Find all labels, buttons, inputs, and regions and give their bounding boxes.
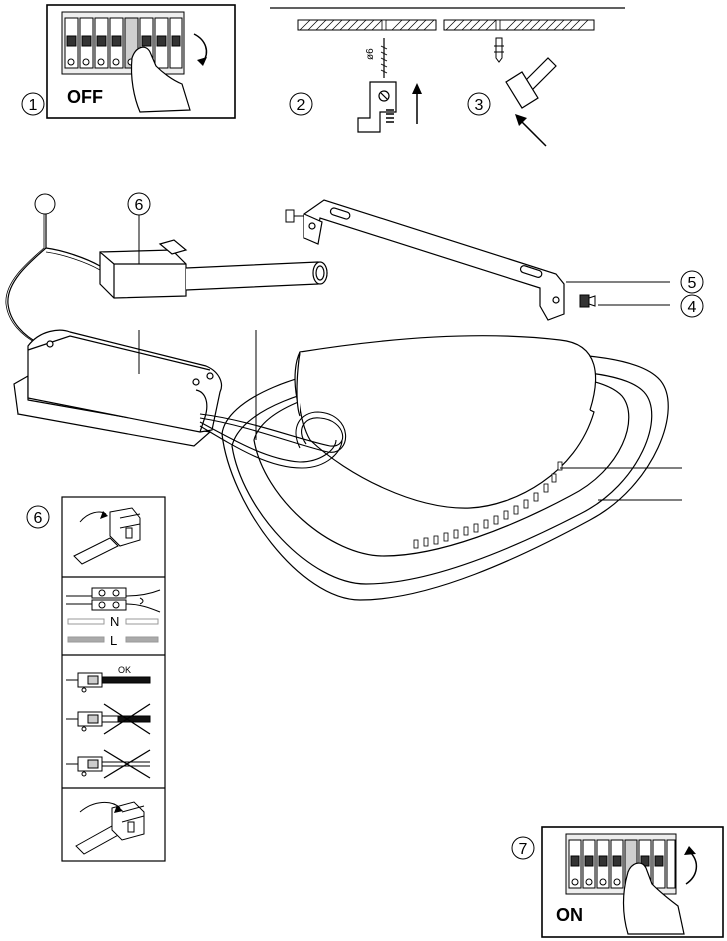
live-label: L	[110, 633, 117, 648]
breaker-row-off	[64, 17, 183, 69]
step6-side-badge-circle	[26, 505, 50, 529]
breaker-panel-off	[61, 11, 185, 75]
step6-side-badge: 6	[34, 510, 43, 527]
step2-badge-circle	[289, 92, 313, 116]
step3-badge: 3	[475, 97, 484, 114]
cable-to-driver	[7, 214, 47, 345]
mounting-bracket	[303, 199, 565, 321]
step1-switch-off: OFF	[46, 4, 236, 119]
drill-icon	[357, 38, 397, 133]
terminal-clamp-closed	[75, 801, 145, 855]
led-strip	[413, 461, 563, 549]
bracket-screw-right	[579, 294, 596, 308]
drill-size-label: ø6	[365, 48, 376, 60]
bracket-screw-left	[285, 209, 304, 223]
step4-badge: 4	[688, 299, 697, 316]
step4-badge-circle	[680, 294, 704, 318]
neutral-wire-legend	[67, 618, 159, 625]
step5-badge: 5	[688, 275, 697, 292]
step6-top-badge: 6	[135, 197, 144, 214]
hammer-arrow-icon	[519, 119, 547, 147]
step1-badge: 1	[29, 97, 38, 114]
neutral-label: N	[110, 614, 119, 629]
switch-on-label: ON	[556, 905, 583, 925]
step7-badge: 7	[519, 841, 528, 858]
switch-off-label: OFF	[67, 87, 103, 107]
rotate-up-arrow-icon	[685, 851, 698, 885]
step1-frame	[46, 4, 236, 119]
ceiling-section-right	[443, 19, 595, 31]
step1-badge-circle	[21, 92, 45, 116]
live-wire-legend	[67, 636, 159, 643]
step7-badge-circle	[511, 836, 535, 860]
driver-output-wires	[199, 411, 347, 469]
ok-label: OK	[118, 665, 131, 675]
breaker-panel-on	[565, 833, 677, 895]
terminal-connector-nl	[66, 587, 161, 613]
hand-off	[130, 46, 191, 113]
step7-frame	[541, 826, 724, 938]
step3-badge-circle	[467, 92, 491, 116]
terminal-block	[99, 239, 328, 299]
luminaire-body	[221, 335, 669, 601]
callout-circle-empty	[34, 193, 56, 215]
hand-on	[622, 862, 685, 935]
strip-length-too-short	[66, 749, 151, 779]
strip-length-too-long	[66, 703, 151, 735]
step2-badge: 2	[297, 97, 306, 114]
wall-plug-icon	[494, 37, 504, 63]
hammer-icon	[505, 57, 557, 109]
terminal-clamp-open	[73, 507, 141, 565]
ceiling-section-left	[297, 19, 437, 31]
step7-switch-on: ON	[541, 826, 724, 938]
step5-badge-circle	[680, 270, 704, 294]
strip-length-correct	[66, 672, 151, 693]
led-driver	[13, 329, 223, 447]
